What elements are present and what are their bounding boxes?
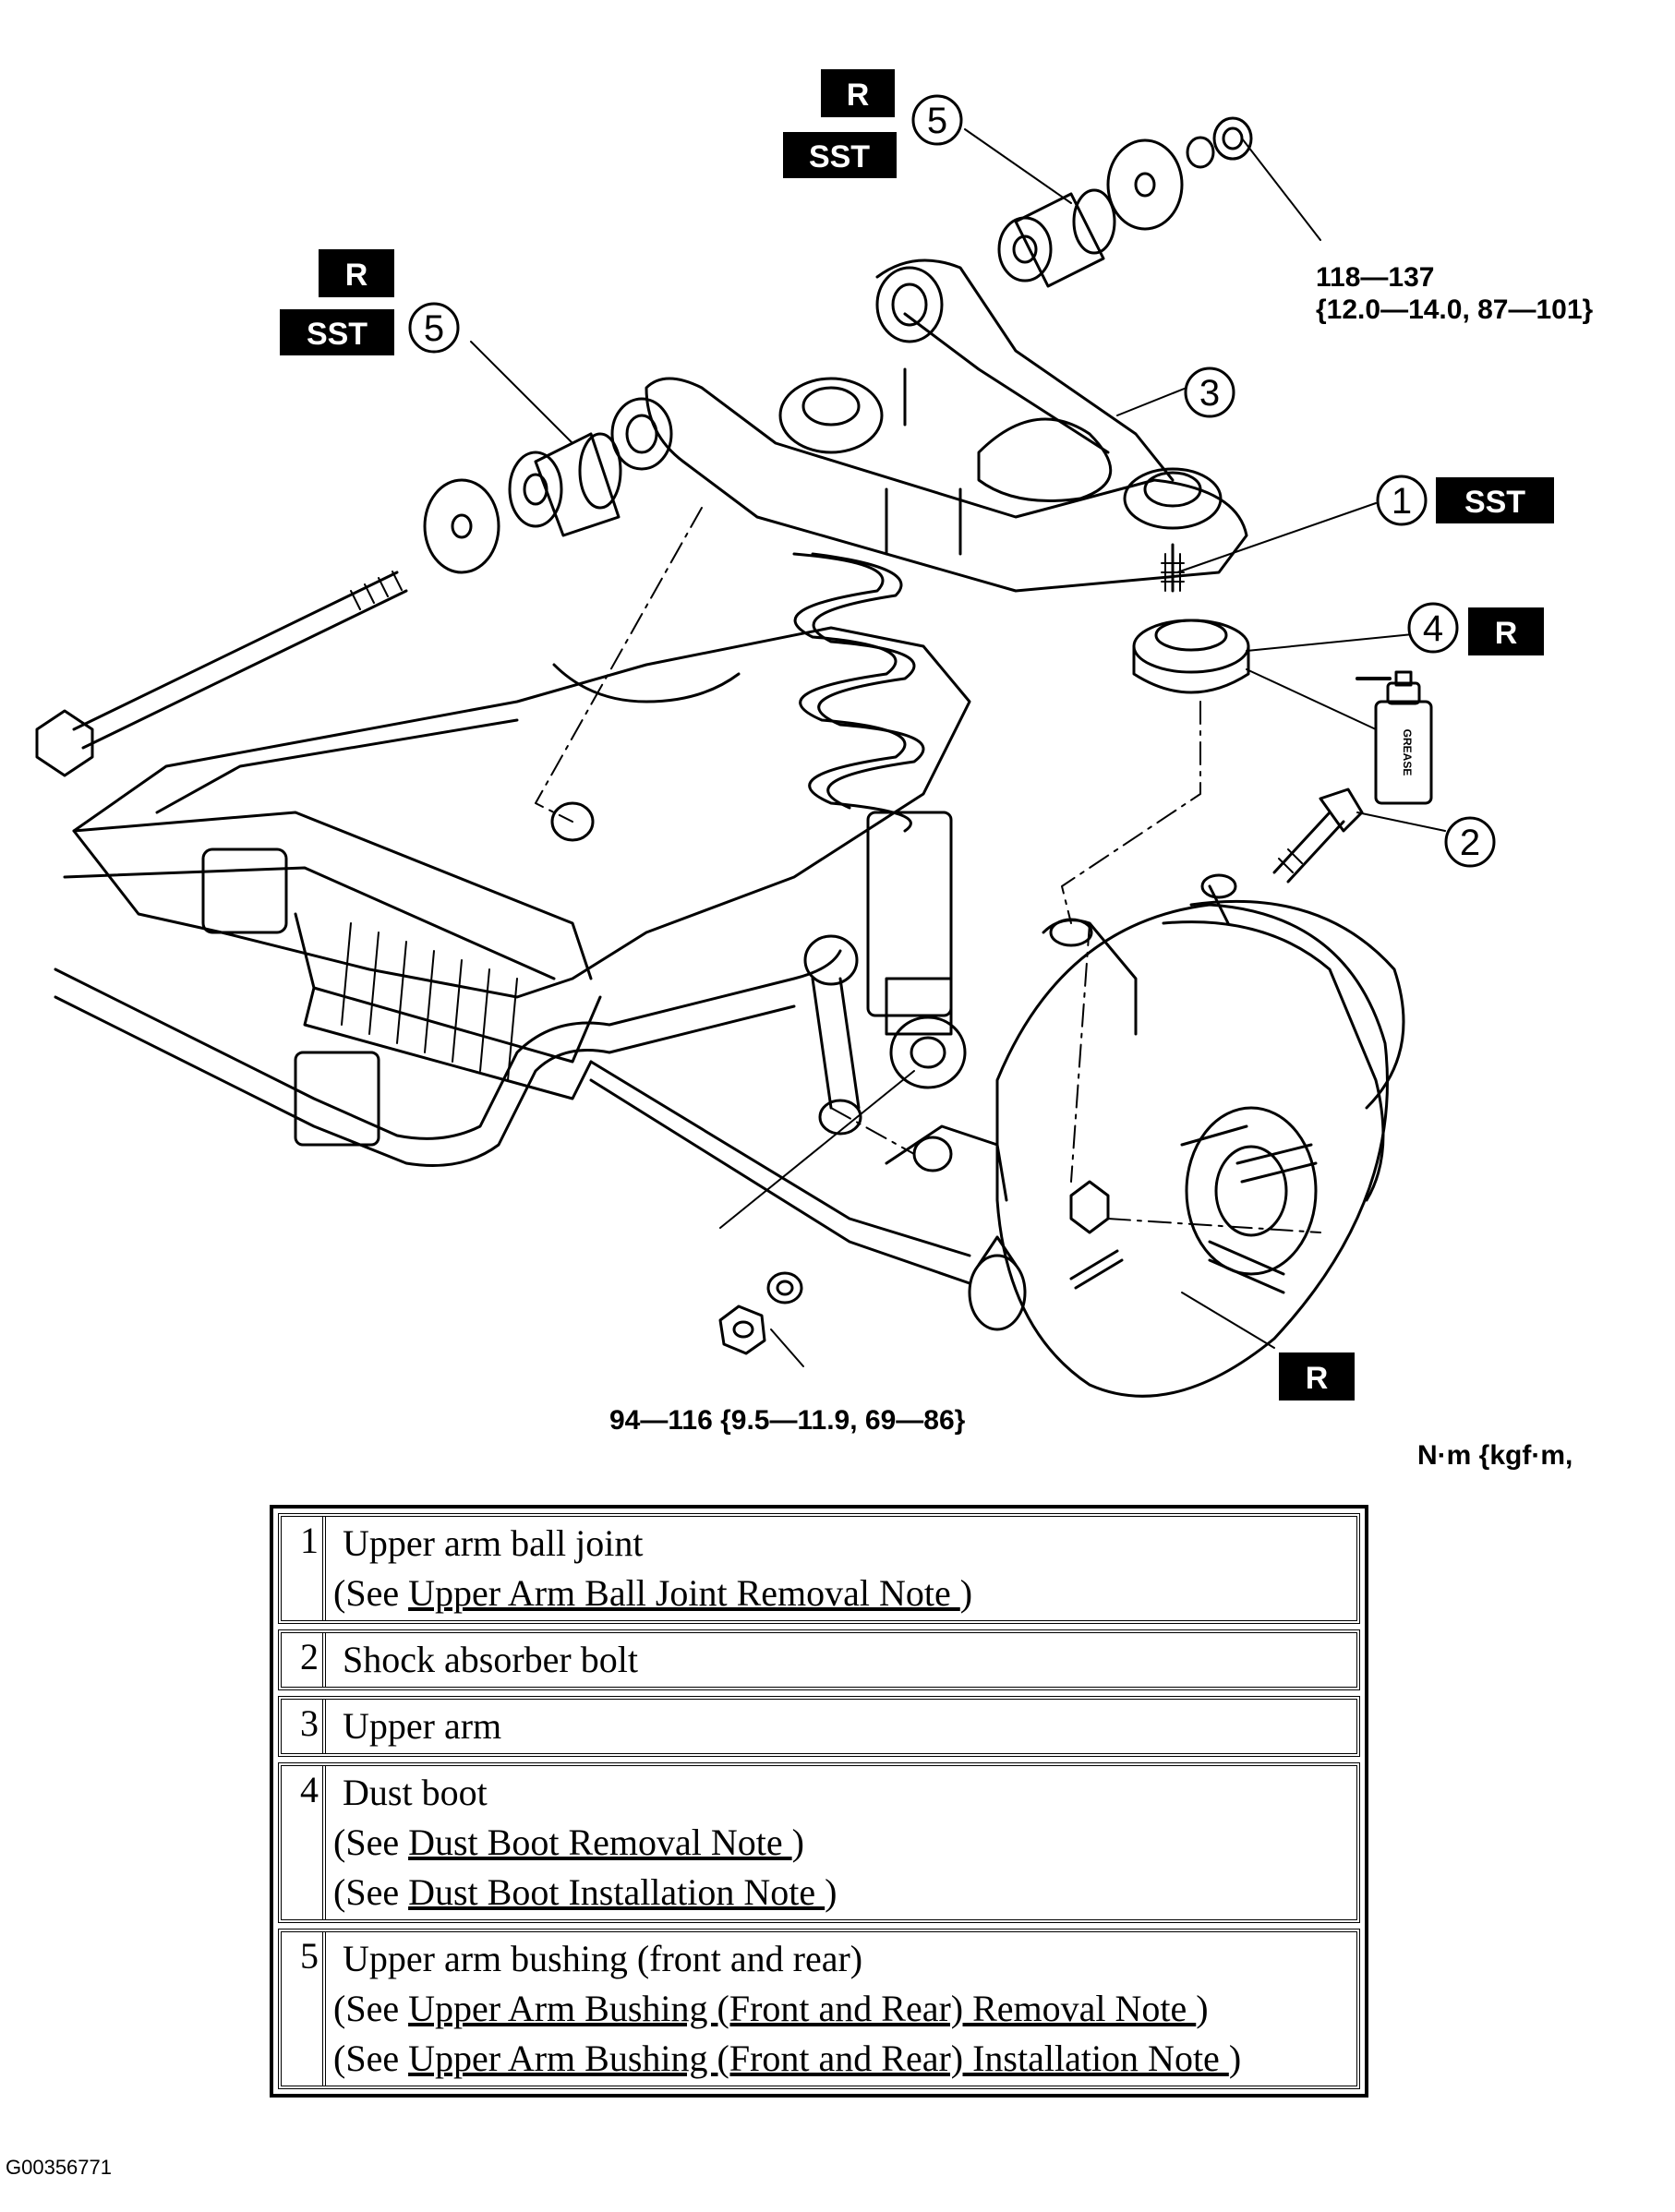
torque-units: N·m {kgf·m, bbox=[1417, 1440, 1573, 1471]
badge-r-left: R bbox=[319, 249, 394, 297]
torque-top-line-1: 118—137 bbox=[1316, 262, 1434, 293]
note-link[interactable]: Dust Boot Installation Note bbox=[408, 1871, 825, 1913]
svg-text:SST: SST bbox=[307, 317, 368, 352]
knuckle bbox=[885, 918, 1138, 1202]
torque-top-line-2: {12.0—14.0, 87—101} bbox=[1316, 295, 1594, 325]
grease-label: GREASE bbox=[1401, 729, 1414, 776]
crossmember bbox=[72, 626, 971, 999]
svg-text:5: 5 bbox=[927, 101, 947, 141]
part-name: Dust boot bbox=[343, 1772, 488, 1813]
svg-text:R: R bbox=[847, 78, 870, 113]
note-line: (See Dust Boot Removal Note ) bbox=[333, 1818, 1349, 1868]
badge-r-knuckle-nut: R bbox=[1279, 1352, 1355, 1401]
part-name: Shock absorber bolt bbox=[343, 1639, 638, 1680]
svg-text:2: 2 bbox=[1460, 823, 1480, 863]
upper-arm bbox=[610, 258, 1248, 593]
figure-id: G00356771 bbox=[6, 2156, 112, 2179]
grease-can bbox=[1356, 670, 1433, 805]
note-prefix: (See bbox=[333, 1821, 409, 1863]
badge-sst-ball-joint: SST bbox=[1436, 477, 1554, 523]
note-line: (See Upper Arm Bushing (Front and Rear) … bbox=[333, 2034, 1349, 2084]
part-description: Upper arm ball joint (See Upper Arm Ball … bbox=[326, 1517, 1356, 1620]
badge-r-dust-boot: R bbox=[1468, 607, 1544, 655]
note-prefix: (See bbox=[333, 1871, 409, 1913]
bottom-nut bbox=[718, 1271, 803, 1355]
front-bushing bbox=[997, 116, 1253, 288]
tie-rod bbox=[589, 1060, 1027, 1331]
callout-4: 4 bbox=[1407, 602, 1459, 654]
note-suffix: ) bbox=[825, 1871, 838, 1913]
note-suffix: ) bbox=[1228, 2038, 1242, 2079]
note-link[interactable]: Upper Arm Ball Joint Removal Note bbox=[408, 1572, 960, 1614]
part-name: Upper arm bushing (front and rear) bbox=[343, 1938, 863, 1979]
note-line: (See Upper Arm Ball Joint Removal Note ) bbox=[333, 1569, 1349, 1618]
svg-text:4: 4 bbox=[1423, 608, 1443, 649]
part-name: Upper arm ball joint bbox=[343, 1522, 644, 1564]
svg-text:R: R bbox=[1306, 1361, 1329, 1396]
callout-5-left: 5 bbox=[408, 302, 460, 354]
assembly-guide-lines bbox=[535, 507, 1321, 1233]
shock-absorber bbox=[866, 487, 967, 1089]
badge-sst-left: SST bbox=[280, 309, 394, 355]
suspension-exploded-diagram: R SST R SST SST R R 5 5 3 1 4 bbox=[35, 69, 1594, 1436]
callout-1: 1 bbox=[1376, 475, 1428, 526]
callout-5-top: 5 bbox=[911, 94, 963, 146]
rear-bushing bbox=[423, 432, 622, 574]
brake-disc bbox=[995, 903, 1389, 1398]
note-prefix: (See bbox=[333, 1572, 409, 1614]
part-name: Upper arm bbox=[343, 1705, 502, 1747]
torque-bottom: 94—116 {9.5—11.9, 69—86} bbox=[609, 1405, 966, 1436]
part-row: 2 Shock absorber bolt bbox=[278, 1629, 1360, 1690]
note-suffix: ) bbox=[959, 1572, 973, 1614]
caliper bbox=[1189, 873, 1405, 1110]
svg-text:3: 3 bbox=[1199, 373, 1220, 414]
part-row: 5 Upper arm bushing (front and rear) (See … bbox=[278, 1929, 1360, 2089]
part-number: 3 bbox=[282, 1700, 326, 1753]
svg-text:1: 1 bbox=[1392, 481, 1412, 522]
badge-sst-top: SST bbox=[783, 132, 897, 178]
steering-rack bbox=[63, 811, 602, 1100]
note-suffix: ) bbox=[791, 1821, 804, 1863]
note-link[interactable]: Upper Arm Bushing (Front and Rear) Insta… bbox=[408, 2038, 1229, 2079]
svg-text:SST: SST bbox=[809, 139, 870, 174]
note-prefix: (See bbox=[333, 2038, 409, 2079]
part-description: Upper arm bushing (front and rear) (See U… bbox=[326, 1932, 1356, 2086]
stabilizer-bar bbox=[54, 934, 862, 1167]
parts-legend-table: 1 Upper arm ball joint (See Upper Arm Ball… bbox=[270, 1505, 1368, 2098]
callout-3: 3 bbox=[1184, 367, 1235, 418]
note-line: (See Dust Boot Installation Note ) bbox=[333, 1868, 1349, 1917]
badge-r-top: R bbox=[821, 69, 895, 117]
part-number: 2 bbox=[282, 1633, 326, 1687]
part-number: 1 bbox=[282, 1517, 326, 1620]
part-description: Dust boot(See Dust Boot Removal Note )(S… bbox=[326, 1766, 1356, 1919]
svg-text:5: 5 bbox=[424, 308, 444, 349]
shock-absorber-bolt bbox=[1272, 787, 1364, 884]
note-link[interactable]: Dust Boot Removal Note bbox=[408, 1821, 792, 1863]
part-description: Upper arm bbox=[326, 1700, 1356, 1753]
part-row: 3 Upper arm bbox=[278, 1696, 1360, 1757]
part-number: 4 bbox=[282, 1766, 326, 1919]
coil-spring bbox=[792, 552, 925, 833]
long-bolt bbox=[35, 571, 408, 777]
note-prefix: (See bbox=[333, 1988, 409, 2029]
dust-boot bbox=[1132, 619, 1250, 694]
part-row: 1 Upper arm ball joint (See Upper Arm Ball… bbox=[278, 1513, 1360, 1624]
svg-text:R: R bbox=[345, 258, 368, 293]
note-link[interactable]: Upper Arm Bushing (Front and Rear) Remov… bbox=[408, 1988, 1197, 2029]
knuckle-nut bbox=[1069, 1180, 1124, 1290]
callout-2: 2 bbox=[1444, 816, 1496, 868]
svg-text:SST: SST bbox=[1464, 485, 1525, 520]
strut-mount bbox=[778, 367, 907, 454]
leader-lines bbox=[470, 128, 1446, 1367]
svg-text:R: R bbox=[1495, 616, 1518, 651]
part-description: Shock absorber bolt bbox=[326, 1633, 1356, 1687]
note-suffix: ) bbox=[1196, 1988, 1209, 2029]
note-line: (See Upper Arm Bushing (Front and Rear) … bbox=[333, 1984, 1349, 2034]
part-number: 5 bbox=[282, 1932, 326, 2086]
